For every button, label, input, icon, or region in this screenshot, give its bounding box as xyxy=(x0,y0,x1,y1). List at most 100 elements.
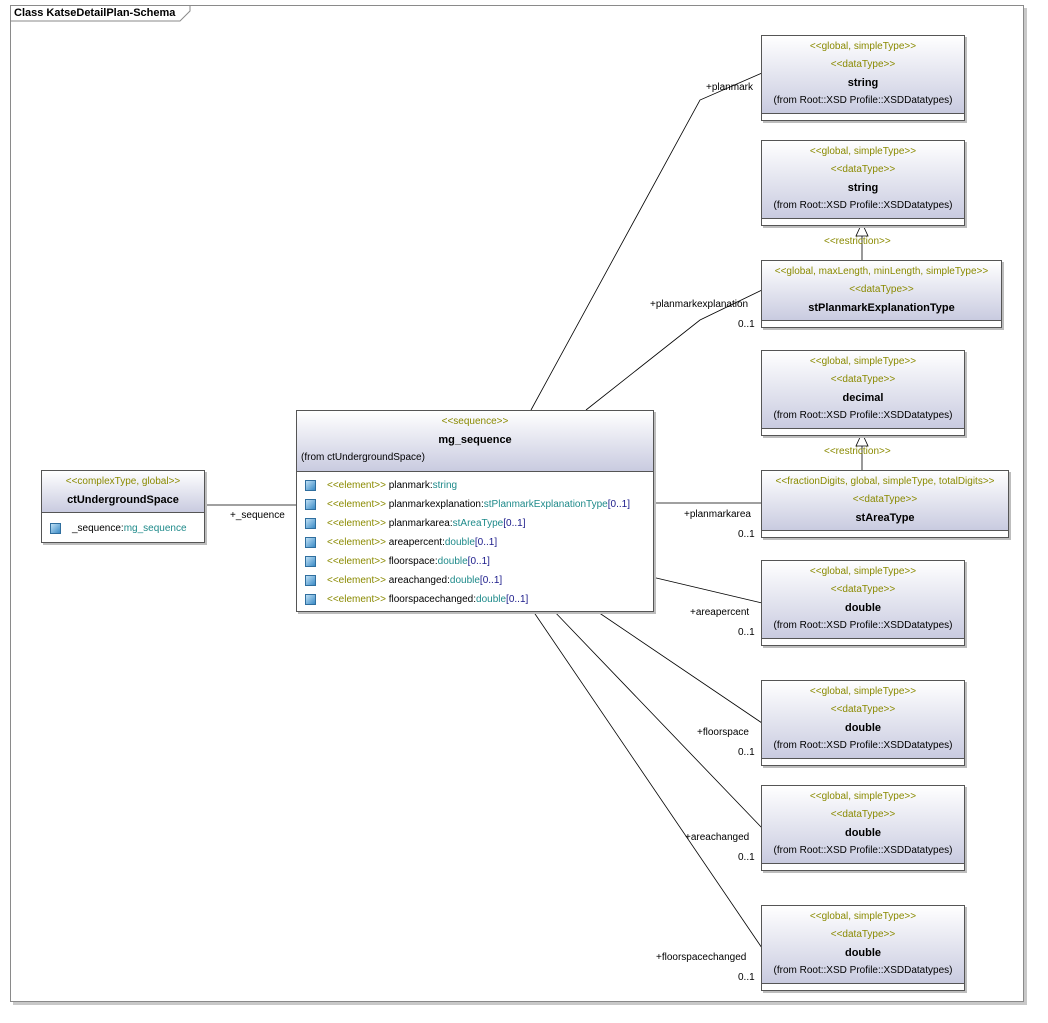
assoc-planmark xyxy=(530,72,763,411)
class-name: stPlanmarkExplanationType xyxy=(808,302,955,314)
stereotype-1: <<global, simpleType>> xyxy=(809,566,917,577)
class-mg-sequence[interactable]: <<sequence>> mg_sequence (from ctUndergr… xyxy=(296,410,654,612)
class-origin: (from Root::XSD Profile::XSDDatatypes) xyxy=(773,740,953,751)
assoc-areachanged xyxy=(550,607,763,829)
class-name: double xyxy=(844,827,882,839)
stereotype-2: <<dataType>> xyxy=(830,809,896,820)
role-label-areachanged: +areachanged xyxy=(685,832,750,843)
class-name: string xyxy=(847,77,879,89)
stereotype-2: <<dataType>> xyxy=(830,59,896,70)
stereotype-1: <<global, simpleType>> xyxy=(809,356,917,367)
attribute-stereotype: <<element>> xyxy=(327,518,386,529)
multiplicity-areapercent: 0..1 xyxy=(738,627,755,638)
stereotype-2: <<dataType>> xyxy=(849,284,914,295)
class-header: <<fractionDigits, global, simpleType, to… xyxy=(762,471,1008,530)
stereotype-2: <<dataType>> xyxy=(852,494,918,505)
attribute-row[interactable]: <<element>> areachanged:double[0..1] xyxy=(297,571,653,590)
class-header: <<complexType, global>> ctUndergroundSpa… xyxy=(42,471,204,512)
class-ctundergroundspace[interactable]: <<complexType, global>> ctUndergroundSpa… xyxy=(41,470,205,543)
diagram-title: Class KatseDetailPlan-Schema xyxy=(14,7,176,19)
class-header: <<global, simpleType>> <<dataType>> doub… xyxy=(762,561,964,638)
class-stareatype[interactable]: <<fractionDigits, global, simpleType, to… xyxy=(761,470,1009,538)
attribute-row[interactable]: <<element>> planmarkarea:stAreaType[0..1… xyxy=(297,514,653,533)
class-header: <<global, simpleType>> <<dataType>> doub… xyxy=(762,906,964,983)
compartment xyxy=(762,428,964,435)
attribute-icon xyxy=(50,523,61,534)
attribute-row[interactable]: <<element>> areapercent:double[0..1] xyxy=(297,533,653,552)
multiplicity-areachanged: 0..1 xyxy=(738,852,755,863)
class-origin: (from Root::XSD Profile::XSDDatatypes) xyxy=(773,620,953,631)
class-name: string xyxy=(847,182,879,194)
generalization-arrow-1 xyxy=(855,222,869,237)
class-origin: (from Root::XSD Profile::XSDDatatypes) xyxy=(773,200,953,211)
generalization-arrow-2 xyxy=(855,432,869,447)
class-decimal[interactable]: <<global, simpleType>> <<dataType>> deci… xyxy=(761,350,965,436)
stereotype: <<complexType, global>> xyxy=(65,476,181,487)
class-double[interactable]: <<global, simpleType>> <<dataType>> doub… xyxy=(761,680,965,766)
restriction-label-1: <<restriction>> xyxy=(824,236,891,247)
attribute-icon xyxy=(305,575,316,586)
attribute-row[interactable]: <<element>> planmark:string xyxy=(297,476,653,495)
class-origin: (from Root::XSD Profile::XSDDatatypes) xyxy=(773,410,953,421)
class-header: <<global, maxLength, minLength, simpleTy… xyxy=(762,261,1001,320)
class-header: <<global, simpleType>> <<dataType>> stri… xyxy=(762,36,964,113)
attribute-row[interactable]: <<element>> floorspace:double[0..1] xyxy=(297,552,653,571)
attribute-stereotype: <<element>> xyxy=(327,575,386,586)
stereotype-1: <<global, simpleType>> xyxy=(809,791,917,802)
class-header: <<global, simpleType>> <<dataType>> stri… xyxy=(762,141,964,218)
attribute-type: double xyxy=(476,594,507,605)
role-label-sequence: +_sequence xyxy=(230,510,285,521)
attribute-icon xyxy=(305,537,316,548)
attribute-multiplicity: [0..1] xyxy=(503,518,526,529)
stereotype-1: <<global, simpleType>> xyxy=(809,41,917,52)
stereotype-1: <<fractionDigits, global, simpleType, to… xyxy=(775,476,995,487)
multiplicity-planmarkarea: 0..1 xyxy=(738,529,755,540)
role-label-planmark: +planmark xyxy=(706,82,753,93)
class-double[interactable]: <<global, simpleType>> <<dataType>> doub… xyxy=(761,560,965,646)
assoc-areapercent xyxy=(651,576,763,604)
role-label-areapercent: +areapercent xyxy=(690,607,750,618)
class-double[interactable]: <<global, simpleType>> <<dataType>> doub… xyxy=(761,785,965,871)
class-name: double xyxy=(844,722,882,734)
attribute-stereotype: <<element>> xyxy=(327,537,386,548)
class-origin: (from Root::XSD Profile::XSDDatatypes) xyxy=(773,845,953,856)
attribute-icon xyxy=(305,499,316,510)
stereotype-1: <<global, simpleType>> xyxy=(809,146,917,157)
attribute-stereotype: <<element>> xyxy=(327,556,386,567)
class-string[interactable]: <<global, simpleType>> <<dataType>> stri… xyxy=(761,140,965,226)
multiplicity-planmarkexplanation: 0..1 xyxy=(738,319,755,330)
attribute-icon xyxy=(305,556,316,567)
class-origin: (from Root::XSD Profile::XSDDatatypes) xyxy=(773,95,953,106)
role-label-floorspace: +floorspace xyxy=(697,727,749,738)
compartment xyxy=(762,983,964,990)
class-stplanmarkexplanationtype[interactable]: <<global, maxLength, minLength, simpleTy… xyxy=(761,260,1002,328)
class-string[interactable]: <<global, simpleType>> <<dataType>> stri… xyxy=(761,35,965,121)
class-name: double xyxy=(844,602,882,614)
attribute-name: _sequence: xyxy=(72,523,124,534)
attribute-icon xyxy=(305,518,316,529)
attribute-multiplicity: [0..1] xyxy=(467,556,490,567)
compartment xyxy=(762,863,964,870)
attribute-row[interactable]: <<element>> floorspacechanged:double[0..… xyxy=(297,590,653,609)
attribute-name: floorspace: xyxy=(385,556,438,567)
class-origin: (from Root::XSD Profile::XSDDatatypes) xyxy=(773,965,953,976)
class-double[interactable]: <<global, simpleType>> <<dataType>> doub… xyxy=(761,905,965,991)
attribute-multiplicity: [0..1] xyxy=(474,537,498,548)
attribute-type: string xyxy=(432,480,458,491)
stereotype: <<sequence>> xyxy=(441,416,509,427)
attribute-row[interactable]: _sequence:mg_sequence xyxy=(42,519,204,538)
class-name: stAreaType xyxy=(855,512,915,524)
role-label-floorspacechanged: +floorspacechanged xyxy=(656,952,747,963)
class-header: <<global, simpleType>> <<dataType>> deci… xyxy=(762,351,964,428)
attribute-type: double xyxy=(437,556,468,567)
class-header: <<global, simpleType>> <<dataType>> doub… xyxy=(762,681,964,758)
attribute-compartment: _sequence:mg_sequence xyxy=(42,512,204,542)
attribute-icon xyxy=(305,594,316,605)
attribute-row[interactable]: <<element>> planmarkexplanation:stPlanma… xyxy=(297,495,653,514)
attribute-type: mg_sequence xyxy=(123,523,187,534)
attribute-multiplicity: [0..1] xyxy=(607,499,630,510)
class-origin: (from ctUndergroundSpace) xyxy=(301,452,425,463)
class-name: decimal xyxy=(842,392,884,404)
compartment xyxy=(762,320,1001,327)
assoc-planmarkexplanation xyxy=(585,289,763,411)
